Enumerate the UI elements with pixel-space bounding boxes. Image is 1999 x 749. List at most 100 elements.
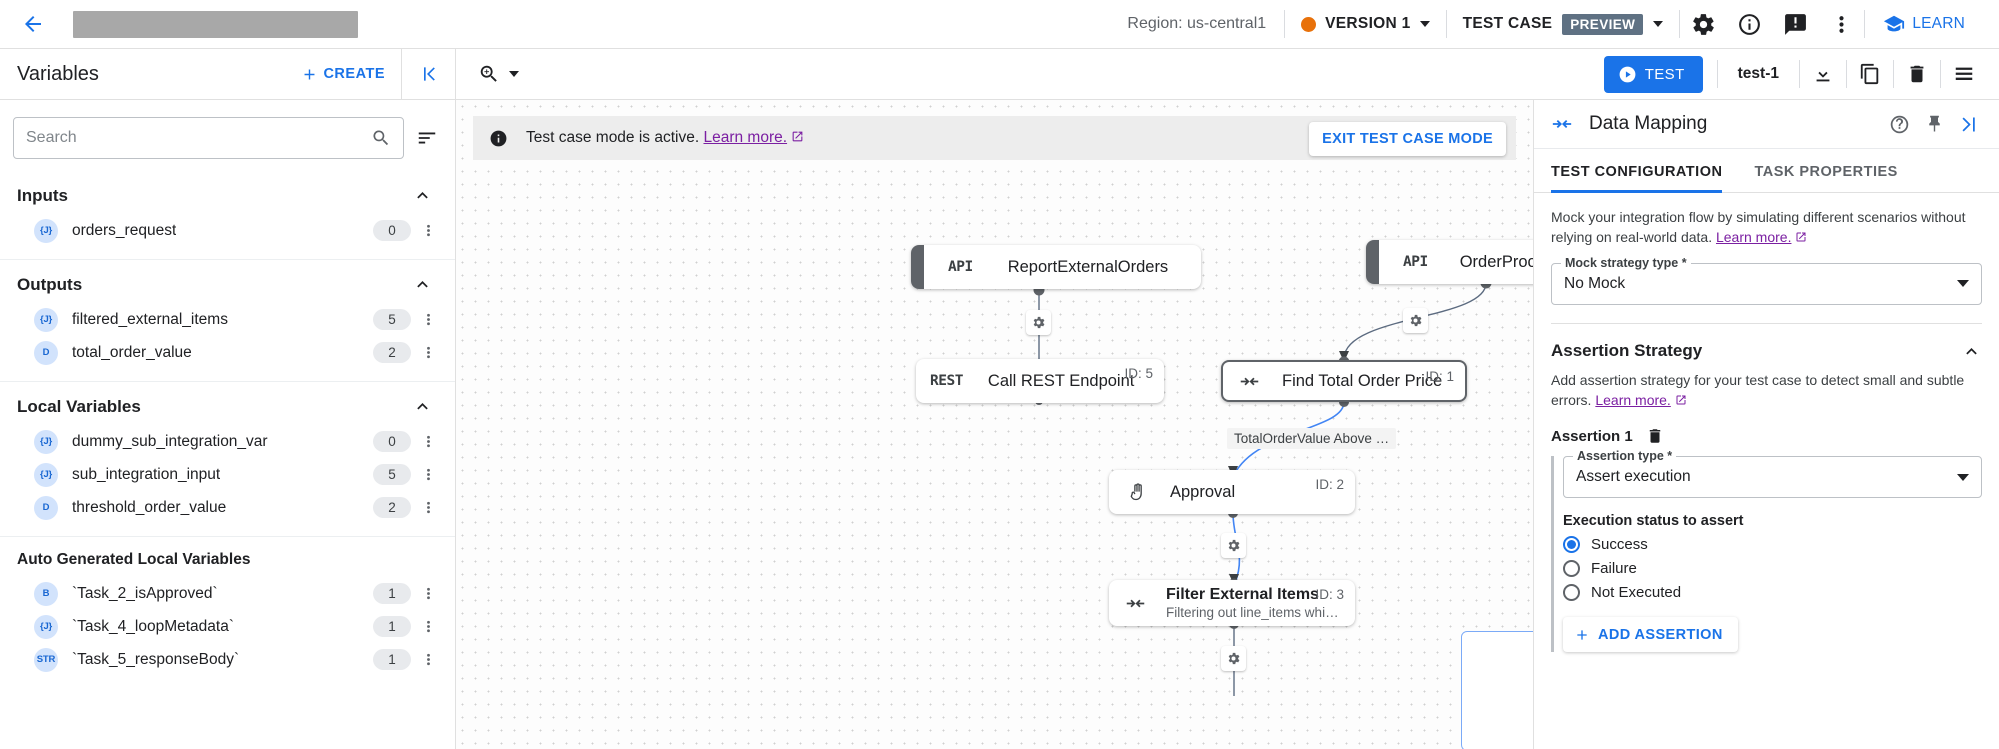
list-icon[interactable] bbox=[1941, 51, 1987, 97]
variable-group-header[interactable]: Local Variables bbox=[0, 382, 455, 425]
variable-type-badge: {J} bbox=[34, 462, 58, 487]
radio-option[interactable]: Not Executed bbox=[1563, 584, 1982, 602]
row-menu-icon[interactable] bbox=[415, 466, 441, 483]
pin-icon[interactable] bbox=[1919, 109, 1950, 140]
back-arrow-icon[interactable] bbox=[18, 9, 48, 39]
variable-group-header[interactable]: Inputs bbox=[0, 171, 455, 214]
search-input[interactable] bbox=[26, 129, 363, 147]
exit-test-case-mode-button[interactable]: EXIT TEST CASE MODE bbox=[1309, 122, 1506, 156]
edge-config-gear-icon[interactable] bbox=[1221, 533, 1246, 558]
gear-icon[interactable] bbox=[1680, 1, 1726, 47]
radio-option[interactable]: Success bbox=[1563, 536, 1982, 554]
node-approval[interactable]: Approval ID: 2 bbox=[1109, 470, 1355, 514]
preview-badge: PREVIEW bbox=[1562, 13, 1644, 35]
banner-learn-more-link[interactable]: Learn more. bbox=[703, 129, 788, 146]
version-selector[interactable]: VERSION 1 bbox=[1285, 15, 1445, 33]
chevron-down-icon bbox=[1653, 21, 1664, 27]
radio-button[interactable] bbox=[1563, 536, 1580, 554]
radio-label: Not Executed bbox=[1591, 584, 1682, 602]
test-label: TEST bbox=[1644, 65, 1685, 83]
radio-option[interactable]: Failure bbox=[1563, 560, 1982, 578]
chevron-up-icon[interactable] bbox=[412, 185, 433, 206]
search-box[interactable] bbox=[13, 117, 404, 159]
chevron-down-icon bbox=[1419, 21, 1430, 27]
assertion-learn-more-link[interactable]: Learn more. bbox=[1595, 391, 1671, 408]
delete-icon[interactable] bbox=[1646, 427, 1664, 445]
test-case-selector[interactable]: TEST CASE PREVIEW bbox=[1447, 13, 1680, 35]
info-icon[interactable] bbox=[1726, 1, 1772, 47]
node-find-total-order-price[interactable]: Find Total Order Price ID: 1 bbox=[1221, 360, 1467, 402]
expand-panel-icon[interactable] bbox=[1954, 109, 1985, 140]
list-item[interactable]: B`Task_2_isApproved`1 bbox=[0, 577, 455, 610]
row-menu-icon[interactable] bbox=[415, 499, 441, 516]
variable-count-chip: 0 bbox=[373, 220, 411, 241]
list-item[interactable]: STR`Task_5_responseBody`1 bbox=[0, 643, 455, 676]
zoom-control[interactable] bbox=[456, 63, 541, 85]
edge-config-gear-icon[interactable] bbox=[1026, 310, 1051, 335]
zoom-icon bbox=[480, 65, 497, 82]
create-variable-button[interactable]: CREATE bbox=[301, 66, 385, 83]
integration-canvas[interactable]: Test case mode is active. Learn more. EX… bbox=[456, 100, 1533, 749]
node-report-external-orders[interactable]: API ReportExternalOrders bbox=[911, 245, 1201, 289]
row-menu-icon[interactable] bbox=[415, 222, 441, 239]
copy-icon[interactable] bbox=[1847, 51, 1893, 97]
row-menu-icon[interactable] bbox=[415, 311, 441, 328]
variable-name: total_order_value bbox=[72, 343, 192, 361]
selected-region-box[interactable] bbox=[1461, 631, 1533, 749]
node-call-rest-endpoint[interactable]: REST Call REST Endpoint ID: 5 bbox=[916, 359, 1164, 403]
search-icon bbox=[371, 128, 391, 148]
chevron-up-icon[interactable] bbox=[412, 396, 433, 417]
external-link-icon bbox=[1676, 395, 1686, 405]
node-order-process-api-trigger[interactable]: API OrderProcessApiTrigger bbox=[1366, 240, 1533, 284]
assertion-description-text: Add assertion strategy for your test cas… bbox=[1551, 371, 1965, 408]
variable-group-header[interactable]: Outputs bbox=[0, 260, 455, 303]
help-icon[interactable] bbox=[1884, 109, 1915, 140]
radio-label: Success bbox=[1591, 536, 1648, 554]
variable-type-badge: {J} bbox=[34, 307, 58, 332]
list-item[interactable]: {J}`Task_4_loopMetadata`1 bbox=[0, 610, 455, 643]
row-menu-icon[interactable] bbox=[415, 344, 441, 361]
assertion-type-select[interactable]: Assertion type * Assert execution bbox=[1563, 449, 1982, 499]
node-filter-external-items[interactable]: Filter External Items Filtering out line… bbox=[1109, 580, 1355, 626]
mock-learn-more-link[interactable]: Learn more. bbox=[1715, 229, 1792, 246]
feedback-icon[interactable] bbox=[1772, 1, 1818, 47]
add-assertion-button[interactable]: ADD ASSERTION bbox=[1563, 617, 1738, 653]
download-icon[interactable] bbox=[1800, 51, 1846, 97]
collapse-sidebar-button[interactable] bbox=[401, 49, 455, 99]
chevron-up-icon[interactable] bbox=[412, 274, 433, 295]
edge-config-gear-icon[interactable] bbox=[1221, 646, 1246, 671]
sub-toolbar-right: TEST test-1 bbox=[1603, 49, 1999, 99]
assertion-section-header[interactable]: Assertion Strategy bbox=[1534, 324, 1999, 362]
assertion-item-title: Assertion 1 bbox=[1551, 427, 1633, 445]
chevron-up-icon[interactable] bbox=[1961, 341, 1982, 362]
panel-header: Data Mapping bbox=[1534, 100, 1999, 149]
edge-condition-label[interactable]: TotalOrderValue Above … bbox=[1227, 428, 1397, 449]
tab-test-configuration[interactable]: TEST CONFIGURATION bbox=[1551, 149, 1723, 193]
radio-button[interactable] bbox=[1563, 560, 1580, 578]
learn-button[interactable]: LEARN bbox=[1865, 13, 1981, 35]
delete-icon[interactable] bbox=[1894, 51, 1940, 97]
tab-task-properties[interactable]: TASK PROPERTIES bbox=[1754, 164, 1898, 180]
variable-name: threshold_order_value bbox=[72, 498, 227, 516]
row-menu-icon[interactable] bbox=[415, 433, 441, 450]
run-test-button[interactable]: TEST bbox=[1603, 55, 1703, 93]
external-link-icon bbox=[1796, 232, 1806, 242]
row-menu-icon[interactable] bbox=[415, 651, 441, 668]
edge-config-gear-icon[interactable] bbox=[1403, 308, 1428, 333]
mock-strategy-select[interactable]: Mock strategy type * No Mock bbox=[1551, 255, 1982, 305]
data-mapping-icon bbox=[1125, 593, 1146, 614]
row-menu-icon[interactable] bbox=[415, 618, 441, 635]
variable-type-badge: B bbox=[34, 581, 58, 606]
sort-icon[interactable] bbox=[416, 127, 438, 149]
node-title: Approval bbox=[1170, 482, 1236, 501]
more-vert-icon[interactable] bbox=[1818, 1, 1864, 47]
radio-button[interactable] bbox=[1563, 584, 1580, 602]
row-menu-icon[interactable] bbox=[415, 585, 441, 602]
chevron-down-icon bbox=[1957, 473, 1969, 481]
